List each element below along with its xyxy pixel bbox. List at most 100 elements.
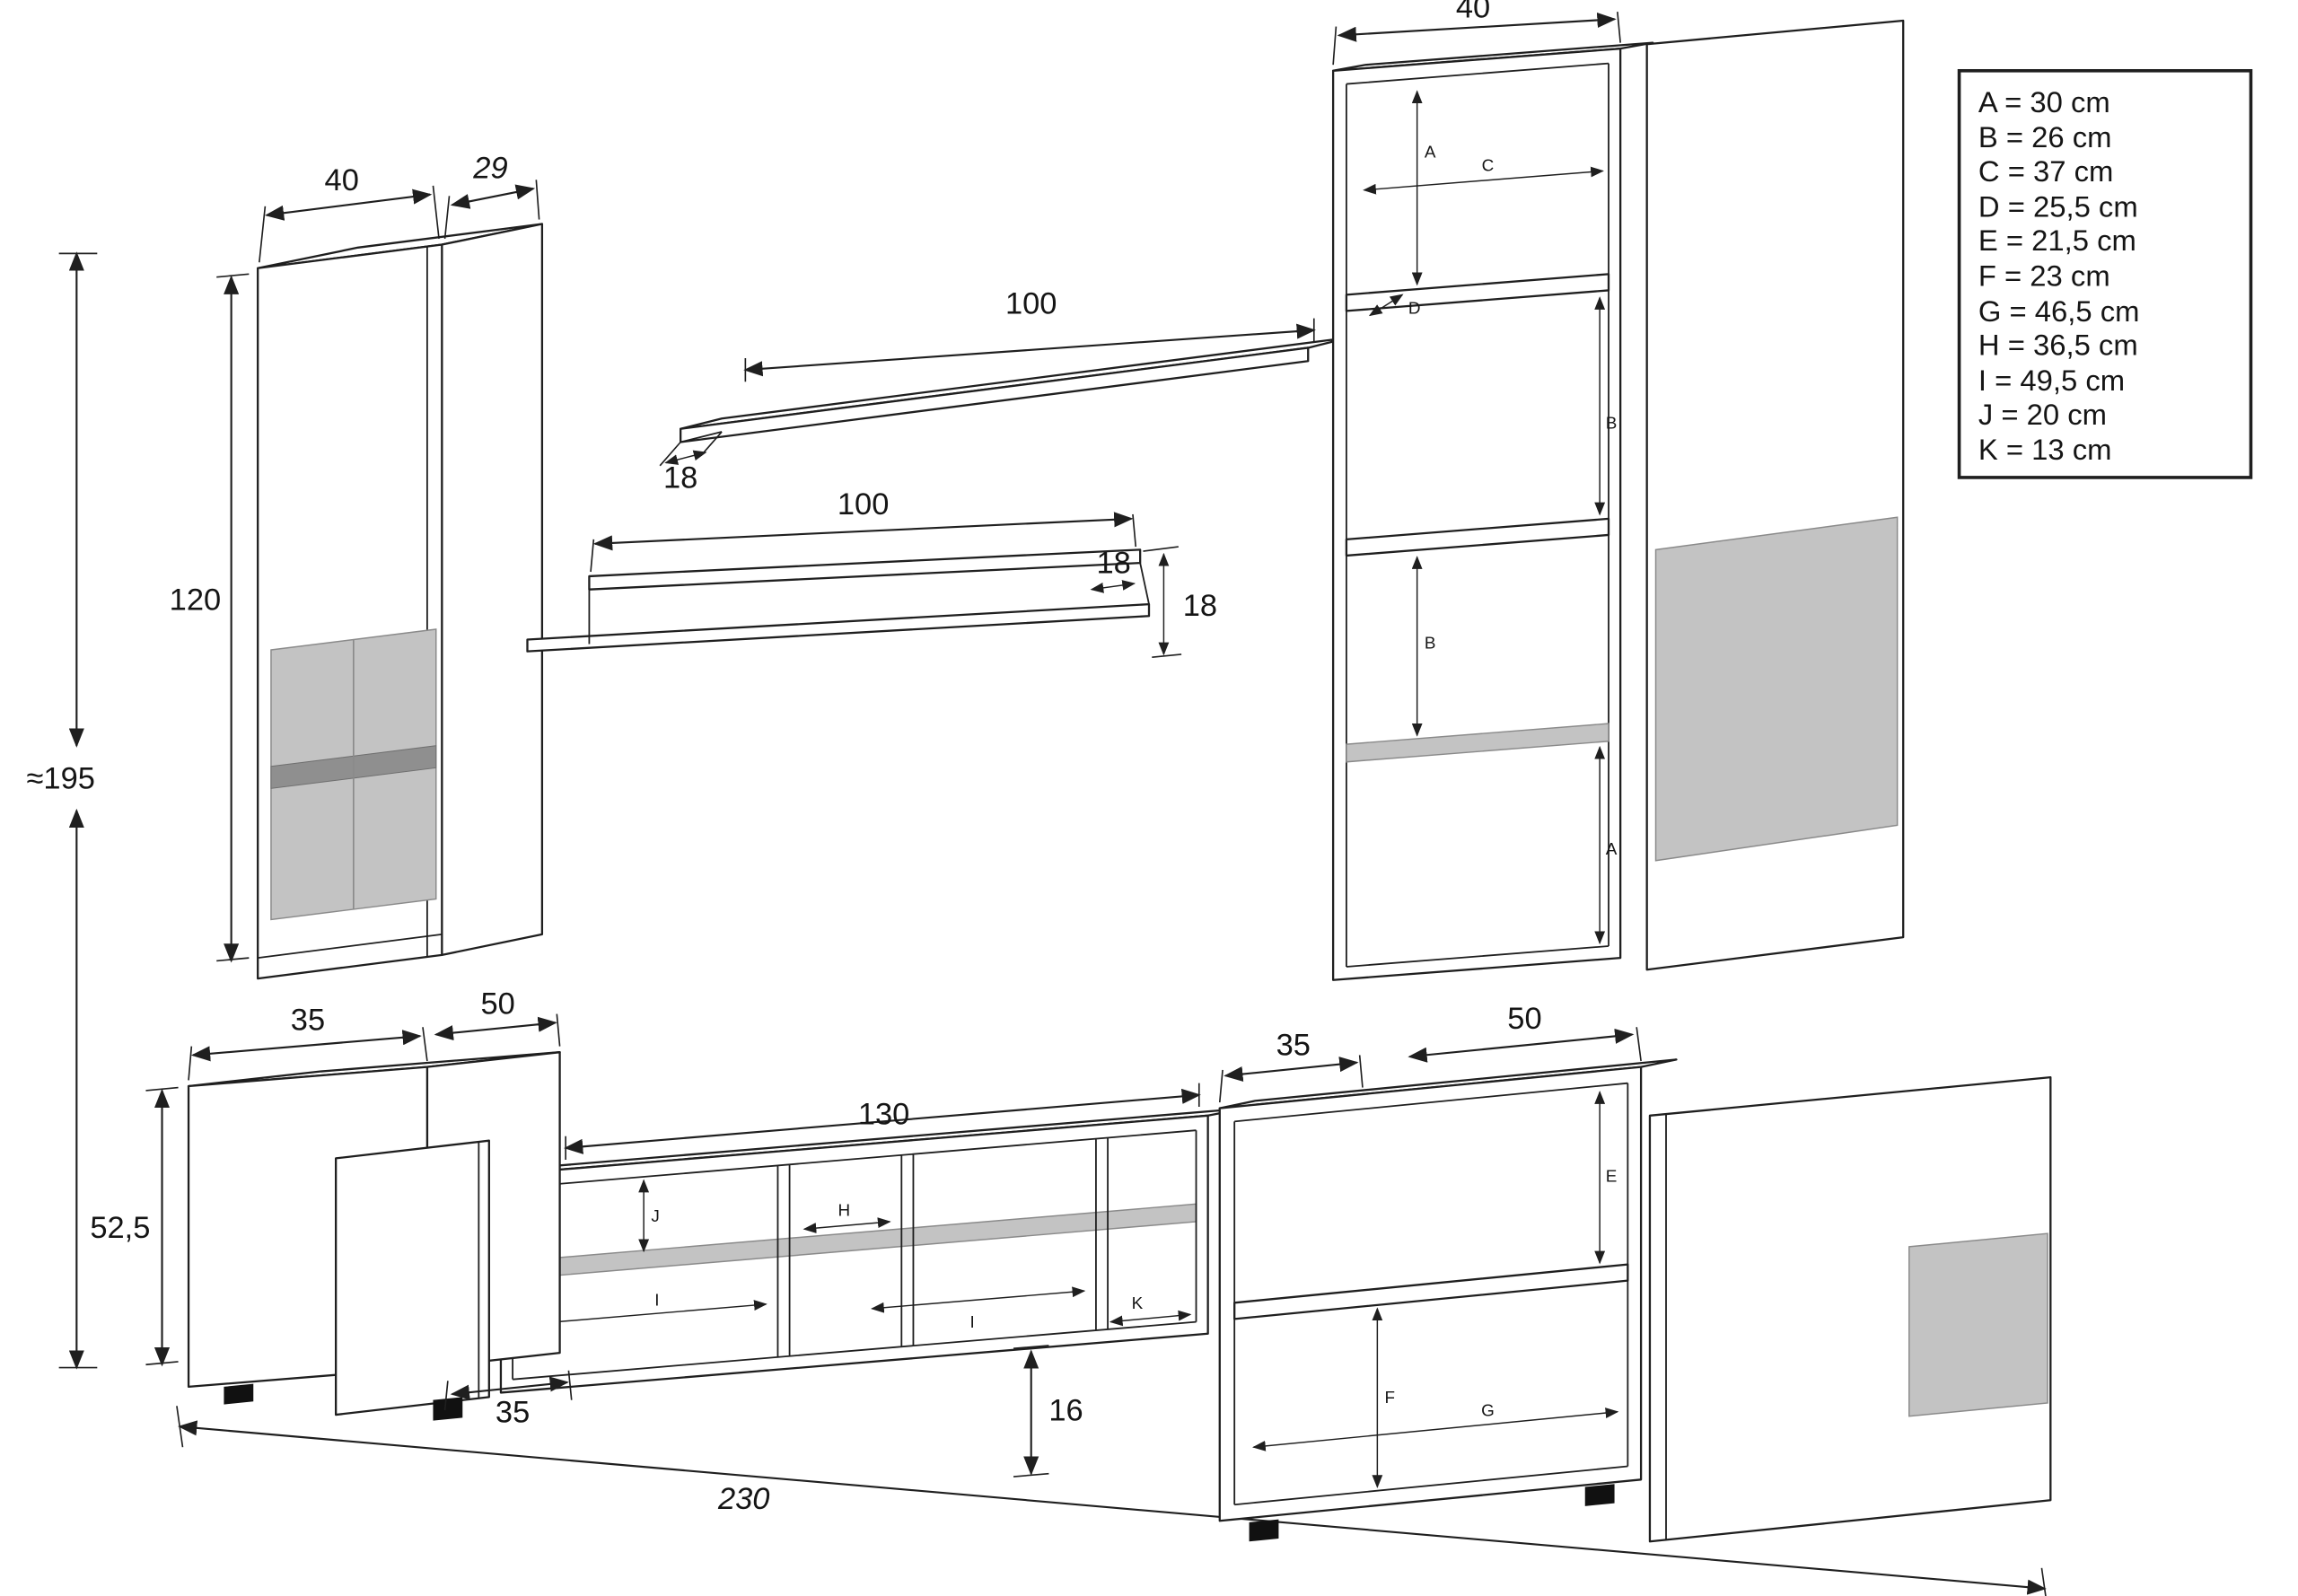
base-left-height-label: 52,5	[90, 1211, 150, 1245]
shelf-lower-connectors	[588, 562, 1150, 645]
tv-dim-k	[1109, 1310, 1192, 1327]
tv-stand: J H I I K 130 16	[499, 1083, 1248, 1478]
base-left-depth-ticks	[188, 1027, 428, 1081]
tv-length-ticks	[565, 1083, 1200, 1161]
base-right-depth-ticks	[1218, 1055, 1364, 1103]
shelf-upper-depth-label: 18	[663, 460, 697, 495]
base-left-width-ticks	[556, 1013, 561, 1047]
shelf-lower-rail	[526, 602, 1151, 653]
shelf-upper-length-label: 100	[1005, 287, 1057, 321]
base-right-dim-g	[1252, 1407, 1619, 1451]
base-left-door-face	[335, 1139, 490, 1416]
shelf-lower-end-depth-dim	[1090, 580, 1136, 593]
shelf-upper-front-face	[680, 346, 1310, 443]
left-cabinet-width-ticks	[259, 185, 440, 263]
left-cabinet-width-label: 40	[325, 163, 359, 197]
shelf-upper-depth-dim	[664, 450, 707, 465]
base-right-label-f: F	[1385, 1388, 1396, 1407]
bookcase-label-a-bottom: A	[1606, 839, 1618, 858]
legend-item-a: A = 30 cm	[1978, 85, 2110, 118]
base-left-width-dim	[434, 1016, 557, 1041]
base-right-depth-label: 35	[1276, 1028, 1311, 1062]
tv-label-h: H	[838, 1200, 850, 1219]
upper-door-panel	[1645, 19, 1905, 971]
tv-dim-h	[803, 1217, 891, 1233]
tv-label-j: J	[651, 1206, 659, 1225]
lower-door-panel	[1648, 1075, 2052, 1543]
base-right-width-ticks	[1636, 1027, 1642, 1062]
bookcase-shelf-1	[1345, 273, 1610, 312]
total-height-dimension: ≈195	[27, 251, 98, 1370]
base-right-cabinet: E F G 35 50	[1218, 1002, 1678, 1542]
base-left-depth-label: 35	[291, 1004, 325, 1038]
base-left-door-width-ticks	[443, 1370, 573, 1411]
base-left-height-ticks	[145, 1086, 179, 1366]
shelf-lower-height-label: 18	[1183, 589, 1217, 623]
lower-panel-face	[1648, 1075, 2052, 1543]
left-cabinet-depth-dim	[450, 184, 536, 209]
shelf-lower-end-depth-label: 18	[1096, 547, 1130, 581]
wall-shelf-upper: 100 18	[659, 287, 1351, 495]
base-left-door-width-dim	[450, 1376, 569, 1400]
base-right-width-dim	[1408, 1028, 1635, 1063]
total-width-label: 230	[717, 1482, 769, 1516]
lower-panel-glass	[1908, 1232, 2048, 1417]
bookcase-shelf-3-lit	[1346, 723, 1609, 763]
legend-item-i: I = 49,5 cm	[1978, 364, 2125, 397]
tv-length-label: 130	[858, 1098, 909, 1132]
shelf-lower-length-ticks	[590, 513, 1137, 573]
left-tall-cabinet: 40 29 120	[170, 152, 544, 980]
bookcase-label-b-upper: B	[1606, 414, 1618, 433]
bookcase-dim-d	[1368, 294, 1404, 317]
bookcase-width-label: 40	[1456, 0, 1490, 25]
total-width-line	[178, 1420, 2047, 1595]
open-bookcase: 40 A C D B B A	[1331, 0, 1654, 981]
base-right-label-e: E	[1606, 1167, 1618, 1186]
legend-item-b: B = 26 cm	[1978, 120, 2112, 153]
tv-label-i-left: I	[654, 1291, 659, 1310]
bookcase-label-c: C	[1482, 155, 1495, 174]
bookcase-inner-walls	[1345, 62, 1609, 968]
bookcase-width-dim	[1337, 12, 1617, 42]
left-cabinet-depth-label: 29	[472, 152, 507, 186]
tv-length-dim	[564, 1088, 1201, 1154]
left-cabinet-height-ticks	[216, 273, 250, 962]
left-cabinet-width-dim	[264, 189, 433, 221]
bookcase-dim-c	[1363, 166, 1604, 195]
shelf-upper-length-ticks	[744, 318, 1315, 382]
tv-dim-i-left	[520, 1300, 767, 1329]
bookcase-label-d: D	[1408, 299, 1421, 318]
base-left-depth-dim	[190, 1030, 422, 1062]
legend-item-j: J = 20 cm	[1978, 398, 2107, 431]
legend-item-k: K = 13 cm	[1978, 433, 2112, 466]
base-left-door-width-label: 35	[496, 1395, 530, 1429]
tv-plinth-label: 16	[1048, 1394, 1083, 1428]
shelf-lower-height-ticks	[1143, 546, 1182, 659]
legend-item-g: G = 46,5 cm	[1978, 294, 2140, 328]
total-height-ticks	[58, 252, 98, 1369]
base-right-width-label: 50	[1507, 1002, 1541, 1036]
shelf-lower-length-dim	[592, 512, 1134, 551]
shelf-upper-length-dim	[743, 323, 1316, 377]
tv-label-i-right: I	[969, 1312, 974, 1331]
base-right-label-g: G	[1481, 1401, 1495, 1420]
legend-item-c: C = 37 cm	[1978, 154, 2113, 188]
bookcase-label-a-top: A	[1425, 143, 1436, 162]
bookcase-label-b-lower: B	[1425, 633, 1436, 652]
shelf-lower-length-label: 100	[838, 487, 889, 522]
tv-label-k: K	[1132, 1293, 1144, 1312]
left-cabinet-depth-ticks	[443, 180, 540, 240]
legend-item-e: E = 21,5 cm	[1978, 224, 2136, 257]
total-height-label: ≈195	[27, 761, 95, 795]
base-left-cabinet-door: 35	[335, 1139, 573, 1429]
legend-item-d: D = 25,5 cm	[1978, 189, 2138, 223]
legend-item-f: F = 23 cm	[1978, 259, 2110, 292]
bookcase-shelf-2	[1345, 517, 1610, 557]
total-width-dimension: 230	[176, 1406, 2047, 1596]
shelf-lower-board	[588, 548, 1142, 591]
legend-item-h: H = 36,5 cm	[1978, 329, 2138, 362]
base-left-door-foot	[433, 1397, 463, 1421]
shelf-upper-end-line	[680, 431, 723, 443]
total-width-ticks	[176, 1406, 2047, 1596]
